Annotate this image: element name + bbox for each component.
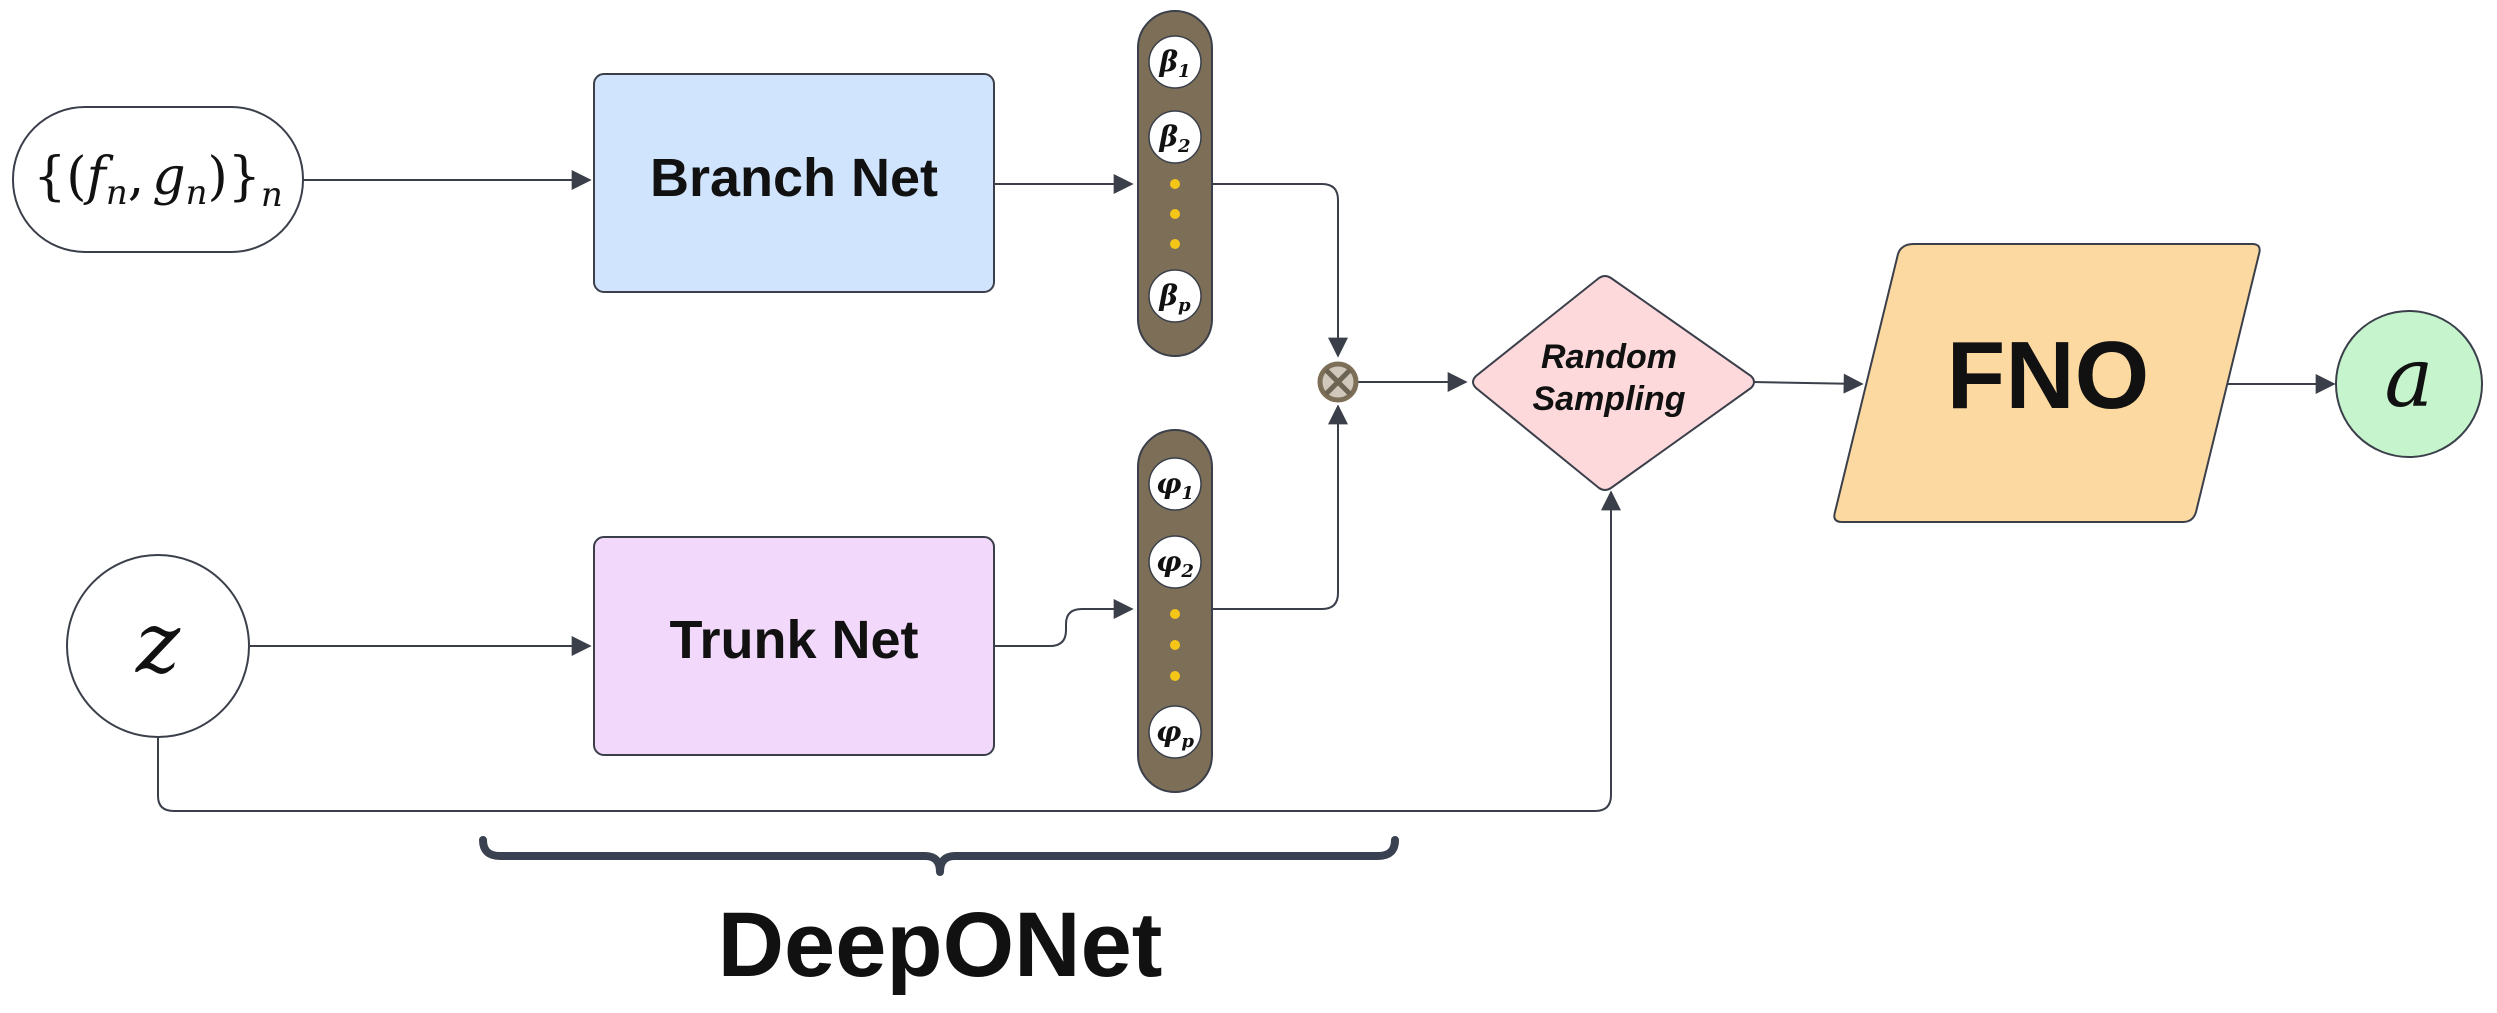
branch-net-label: Branch Net [650, 148, 938, 208]
beta-2-sub: 2 [1177, 136, 1191, 157]
branch-output-capsule: β1 β2 βp [1137, 10, 1213, 357]
input-data-g-sub: n [186, 173, 208, 213]
fno-node: FNO [1833, 243, 2261, 523]
phi-1-sub: 1 [1181, 483, 1194, 504]
ellipsis-dot [1170, 239, 1180, 249]
beta-2-node: β2 [1148, 110, 1202, 164]
phi-2-node: φ2 [1148, 535, 1202, 589]
random-sampling-label-2: Sampling [1532, 380, 1685, 418]
output-node: a [2335, 310, 2483, 458]
phi-p-symbol: φ [1156, 715, 1182, 748]
svg-text:φ1: φ1 [1156, 467, 1194, 504]
beta-1-sub: 1 [1178, 61, 1191, 82]
ellipsis-dot [1170, 179, 1180, 189]
arrow-z-to-sampling [157, 490, 1621, 812]
beta-p-sub: p [1178, 295, 1191, 316]
input-z-label: z [135, 594, 181, 692]
beta-1-symbol: β [1158, 45, 1178, 78]
input-data-close: )} [207, 147, 260, 207]
svg-text:β1: β1 [1158, 45, 1190, 82]
phi-p-node: φp [1148, 705, 1202, 759]
ellipsis-dot [1170, 671, 1180, 681]
random-sampling-node: Random Sampling [1472, 275, 1755, 491]
deeponet-label: DeepONet [718, 894, 1163, 996]
arrow-sampling-to-fno [1751, 373, 1864, 394]
input-data-sub: n [261, 175, 283, 215]
beta-2-symbol: β [1158, 120, 1178, 153]
svg-text:φ2: φ2 [1156, 545, 1194, 582]
input-data-open: {( [33, 147, 86, 207]
input-data-g: g [152, 147, 185, 207]
ellipsis-dot [1170, 209, 1180, 219]
svg-text:β2: β2 [1158, 120, 1190, 157]
branch-net-box: Branch Net [593, 73, 995, 293]
svg-text:βp: βp [1158, 279, 1191, 316]
phi-1-symbol: φ [1156, 467, 1182, 500]
trunk-net-box: Trunk Net [593, 536, 995, 756]
phi-2-symbol: φ [1156, 545, 1182, 578]
input-data-node: {(fn,gn)}n [12, 106, 304, 253]
trunk-net-label: Trunk Net [669, 610, 918, 670]
ellipsis-dot [1170, 640, 1180, 650]
deeponet-brace [479, 836, 1399, 876]
svg-text:φp: φp [1156, 715, 1194, 752]
phi-1-node: φ1 [1148, 457, 1202, 511]
beta-p-symbol: β [1158, 279, 1178, 312]
input-data-f-sub: n [106, 173, 128, 213]
multiply-icon [1317, 361, 1359, 403]
ellipsis-dot [1170, 609, 1180, 619]
output-label: a [2385, 331, 2434, 426]
input-data-comma: , [128, 147, 145, 207]
arrow-phi-to-multiply [1212, 404, 1348, 610]
fno-label: FNO [1947, 322, 2150, 429]
trunk-output-capsule: φ1 φ2 φp [1137, 429, 1213, 793]
phi-2-sub: 2 [1180, 561, 1194, 582]
arrow-trunk-to-phi [994, 599, 1134, 647]
beta-p-node: βp [1148, 269, 1202, 323]
connectors [157, 170, 2336, 812]
arrow-beta-to-multiply [1212, 183, 1348, 358]
input-z-node: z [66, 554, 250, 738]
random-sampling-label-1: Random [1541, 338, 1677, 376]
beta-1-node: β1 [1148, 35, 1202, 89]
phi-p-sub: p [1181, 731, 1194, 752]
svg-text:{(fn,gn)}n: {(fn,gn)}n [33, 147, 283, 215]
